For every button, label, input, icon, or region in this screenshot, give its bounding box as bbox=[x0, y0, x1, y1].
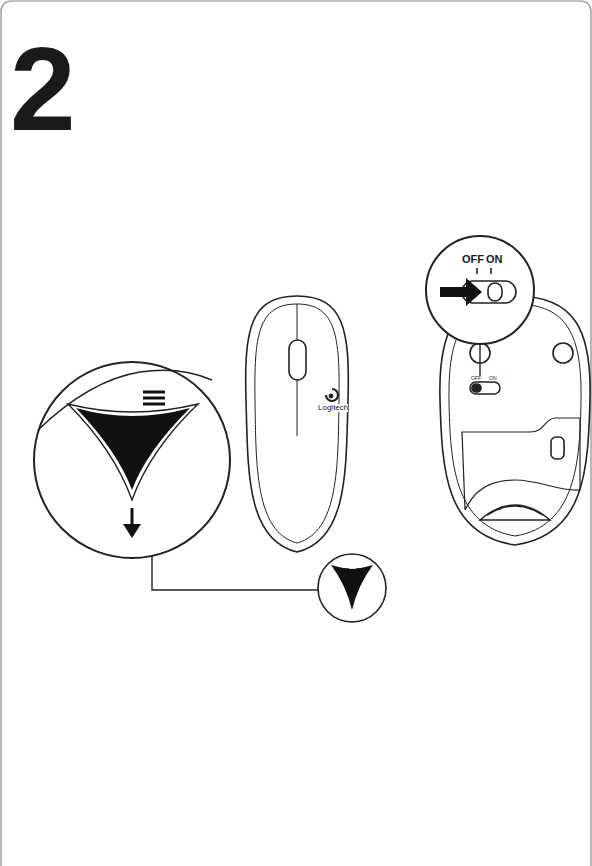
down-arrow bbox=[123, 524, 141, 538]
mouse-top bbox=[246, 296, 349, 552]
tab-stripe bbox=[143, 392, 165, 404]
callout-circle bbox=[318, 554, 386, 622]
switch-label: OFF bbox=[462, 254, 484, 265]
arrow-tab-outline bbox=[68, 404, 198, 500]
switch-label: OFF bbox=[471, 376, 481, 381]
magnify-circle bbox=[34, 362, 230, 558]
leader-line bbox=[152, 556, 318, 590]
switch-tick bbox=[476, 268, 478, 274]
arrow-tab bbox=[76, 408, 190, 490]
switch-callout bbox=[426, 236, 534, 344]
slide-arrow bbox=[440, 278, 482, 306]
switch-tick bbox=[490, 268, 492, 274]
switch-label: ON bbox=[489, 376, 497, 381]
step-number: 2 bbox=[10, 30, 72, 148]
brand-name: Logitech bbox=[318, 404, 348, 412]
switch-label: ON bbox=[486, 254, 503, 265]
tab-stripe bbox=[349, 564, 356, 568]
switch-knob bbox=[488, 283, 502, 301]
arrow-tab bbox=[331, 565, 373, 610]
